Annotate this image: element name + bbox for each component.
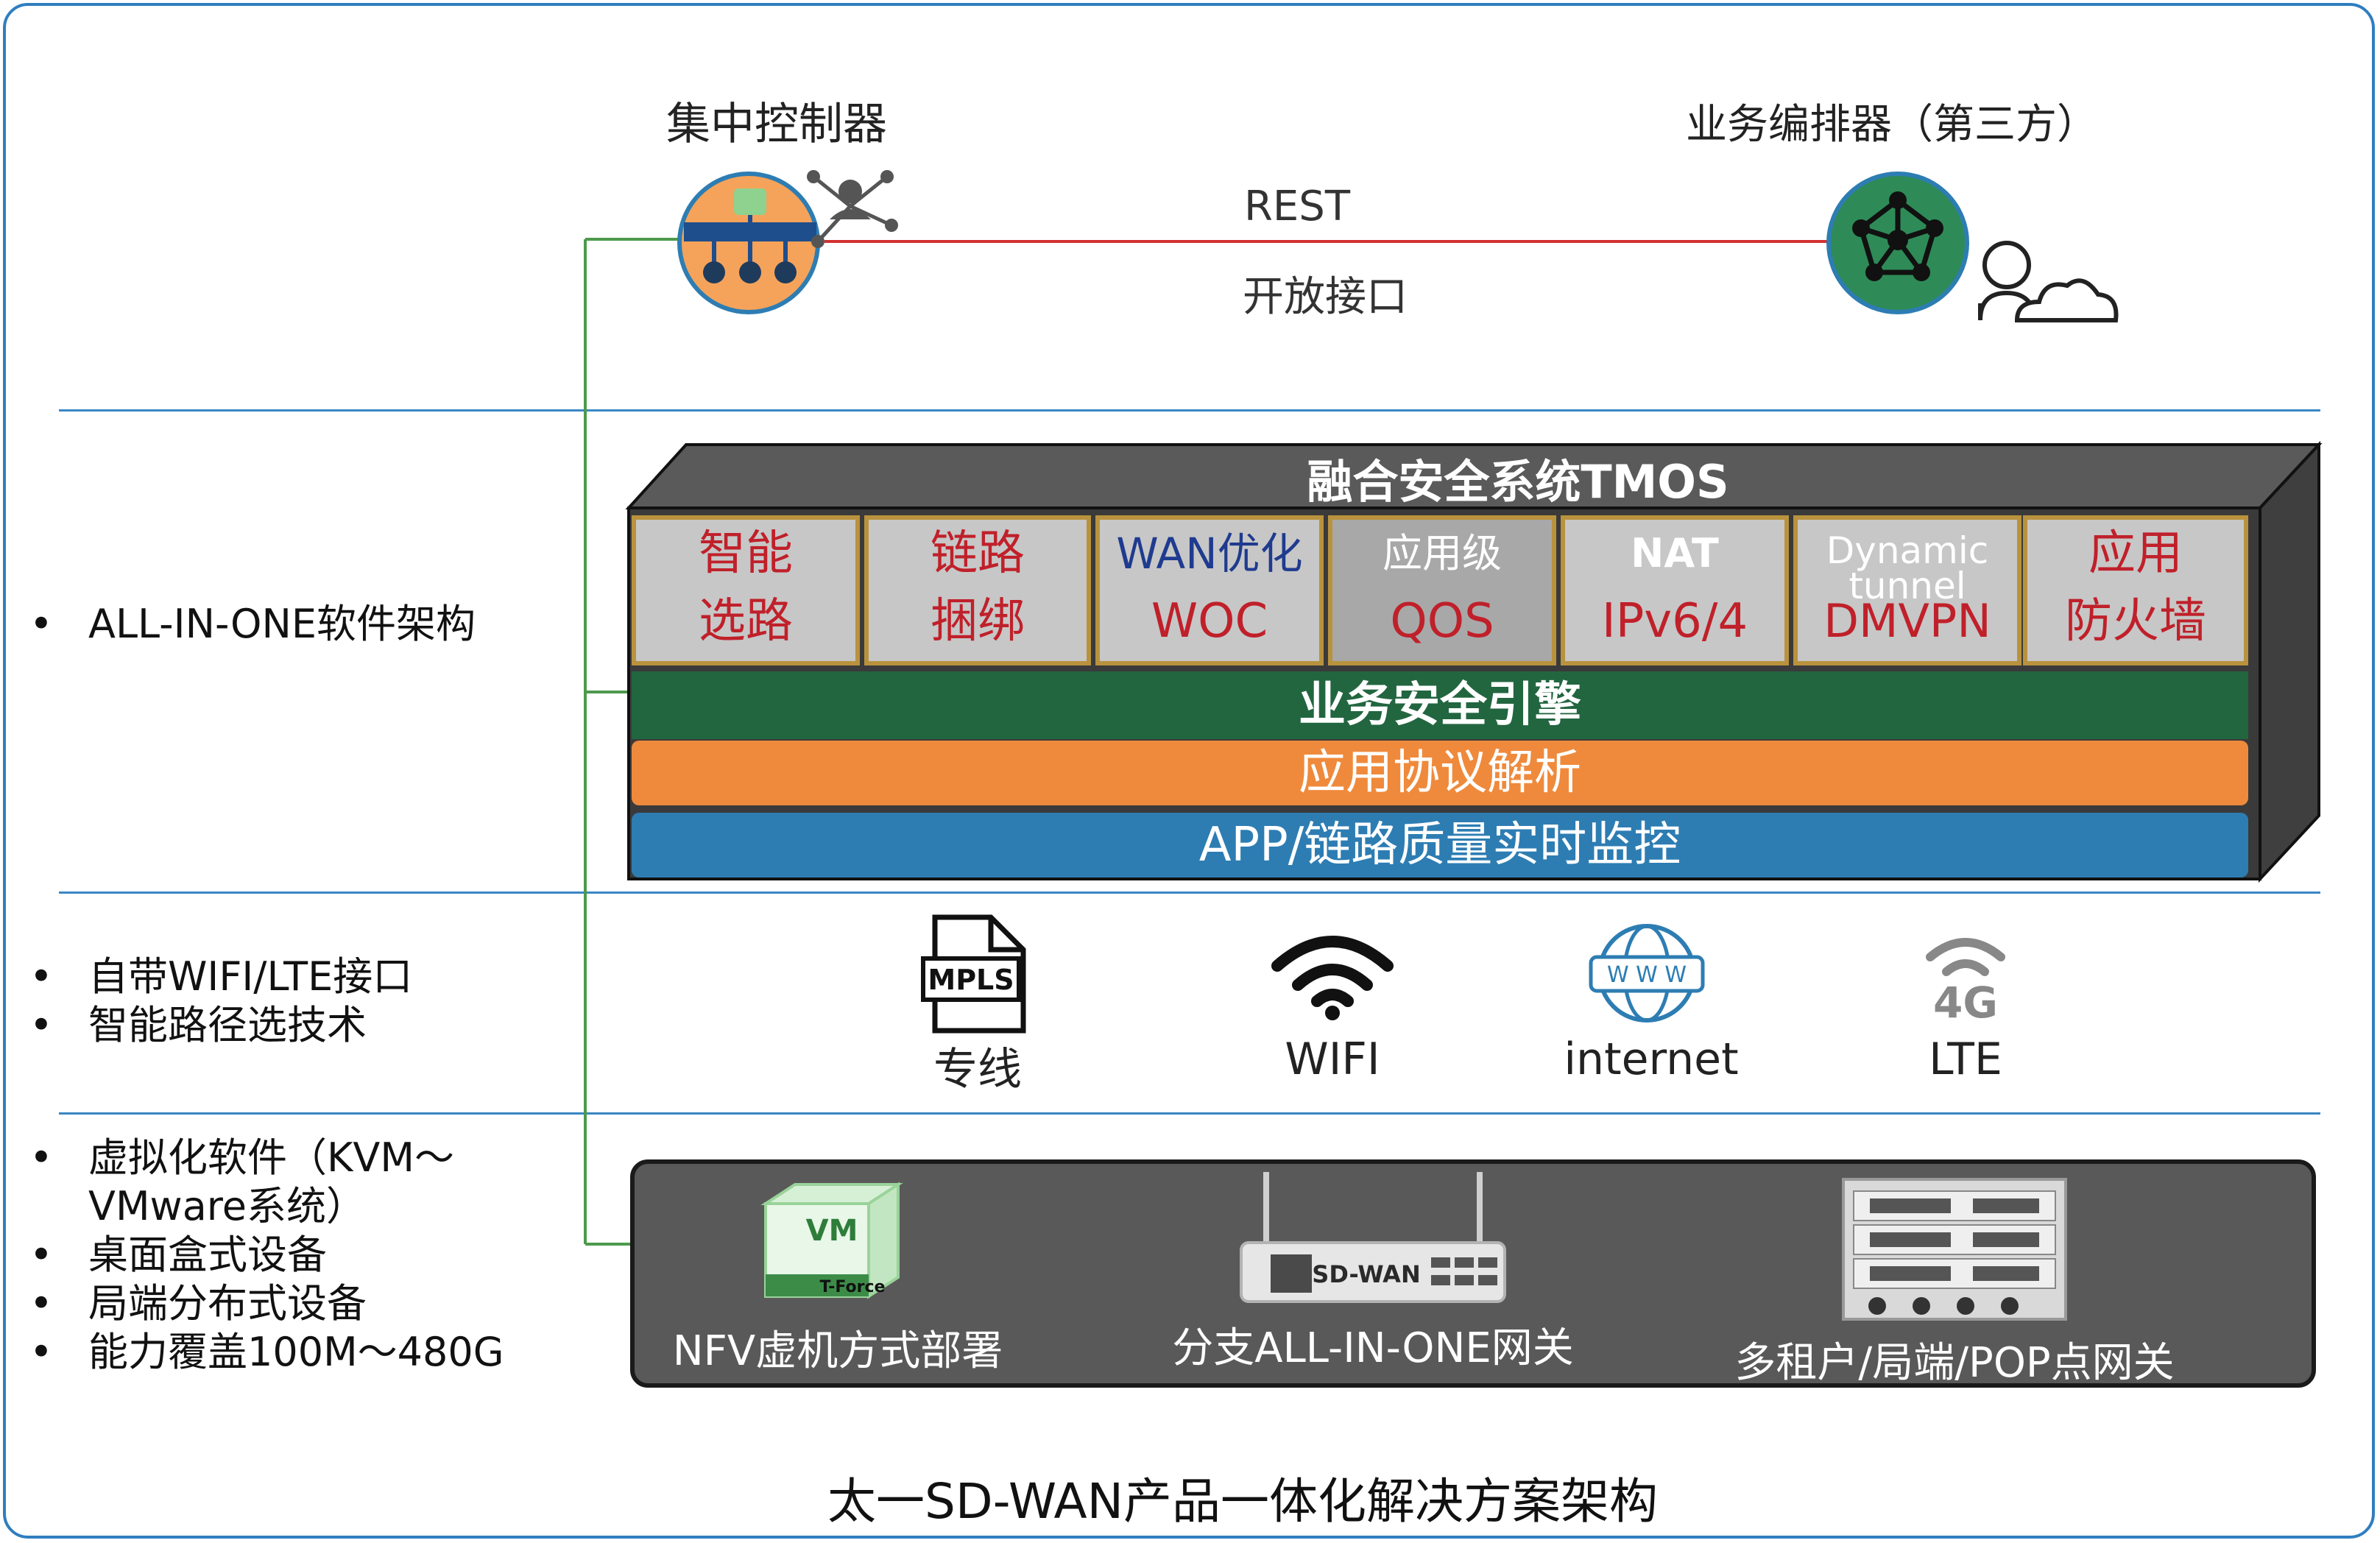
module-wan-optimization: WAN优化 WOC: [1095, 515, 1324, 665]
www-icon-text: W W W: [1607, 962, 1687, 988]
access-label-lte: LTE: [1929, 1034, 2002, 1085]
protocol-parser-band: 应用协议解析: [632, 741, 2248, 805]
wifi-icon: [1271, 936, 1394, 1020]
open-interface-label: 开放接口: [1243, 273, 1408, 321]
deploy-label-branch: 分支ALL-IN-ONE网关: [1172, 1324, 1574, 1372]
module-dmvpn: Dynamic tunnel DMVPN: [1793, 515, 2021, 665]
mpls-icon-text: MPLS: [928, 964, 1014, 996]
section-divider: [59, 1112, 2320, 1115]
module-line2: 捆绑: [931, 594, 1025, 649]
module-line1: 应用: [2088, 526, 2183, 581]
security-engine-band: 业务安全引擎: [632, 671, 2248, 739]
note-item: 桌面盒式设备: [29, 1231, 545, 1279]
module-link-bonding: 链路 捆绑: [864, 515, 1091, 665]
note-item: 智能路径选技术: [29, 1001, 412, 1050]
module-smart-routing: 智能 选路: [632, 515, 860, 665]
section-divider: [59, 891, 2320, 894]
vm-icon-subtext: T-Force: [820, 1278, 886, 1296]
module-line2: WOC: [1151, 594, 1268, 649]
notes-row1: ALL-IN-ONE软件架构: [29, 600, 476, 649]
note-item: 局端分布式设备: [29, 1279, 545, 1328]
access-label-mpls: 专线: [933, 1044, 1022, 1095]
4g-icon-text: 4G: [1933, 978, 1998, 1022]
router-icon-text: SD-WAN: [1312, 1260, 1420, 1288]
module-app-firewall: 应用 防火墙: [2023, 515, 2248, 665]
rest-label: REST: [1244, 183, 1351, 230]
module-line1: 链路: [931, 526, 1025, 581]
chassis-icon: [1842, 1178, 2067, 1321]
mpls-document-icon: MPLS: [921, 914, 1026, 1034]
note-item: 能力覆盖100M～480G: [29, 1328, 545, 1377]
section-divider: [59, 409, 2320, 412]
notes-row2: 自带WIFI/LTE接口 智能路径选技术: [29, 953, 412, 1050]
globe-www-icon: W W W: [1589, 924, 1705, 1023]
router-icon: SD-WAN: [1240, 1172, 1506, 1303]
orchestrator-label: 业务编排器（第三方）: [1686, 101, 2098, 149]
module-line1: 应用级: [1383, 530, 1502, 576]
module-line1: Dynamic tunnel: [1826, 529, 1989, 607]
controller-icon: [677, 170, 898, 314]
access-label-wifi: WIFI: [1285, 1034, 1380, 1085]
module-app-qos: 应用级 QOS: [1328, 515, 1556, 665]
deploy-label-pop: 多租户/局端/POP点网关: [1734, 1339, 2175, 1387]
module-line2: QOS: [1390, 594, 1494, 649]
orchestrator-icon: [1826, 172, 2119, 322]
module-line2: 防火墙: [2065, 594, 2206, 649]
quality-monitor-band: APP/链路质量实时监控: [632, 813, 2248, 878]
note-item: 自带WIFI/LTE接口: [29, 953, 412, 1001]
vm-cube-icon: VM T-Force: [760, 1182, 903, 1299]
module-line1: 智能: [699, 526, 793, 581]
4g-signal-icon: 4G: [1926, 938, 2005, 1022]
module-line1: WAN优化: [1116, 529, 1303, 579]
vm-icon-text: VM: [806, 1214, 858, 1248]
module-nat: NAT IPv6/4: [1561, 515, 1789, 665]
module-line2: IPv6/4: [1601, 594, 1748, 649]
module-line1: NAT: [1631, 530, 1719, 576]
controller-label: 集中控制器: [666, 99, 887, 150]
diagram-frame: [3, 3, 2375, 1539]
deploy-label-nfv: NFV虚机方式部署: [672, 1327, 1003, 1375]
note-item: 虚拟化软件（KVM～VMware系统）: [29, 1134, 545, 1231]
note-item: ALL-IN-ONE软件架构: [29, 600, 476, 649]
access-label-internet: internet: [1564, 1034, 1739, 1085]
notes-row3: 虚拟化软件（KVM～VMware系统） 桌面盒式设备 局端分布式设备 能力覆盖1…: [29, 1134, 545, 1377]
tmos-title: 融合安全系统TMOS: [1307, 455, 1729, 509]
module-line2: DMVPN: [1823, 594, 1991, 648]
module-line2: 选路: [699, 594, 793, 649]
diagram-caption: 太一SD-WAN产品一体化解决方案架构: [827, 1473, 1659, 1530]
